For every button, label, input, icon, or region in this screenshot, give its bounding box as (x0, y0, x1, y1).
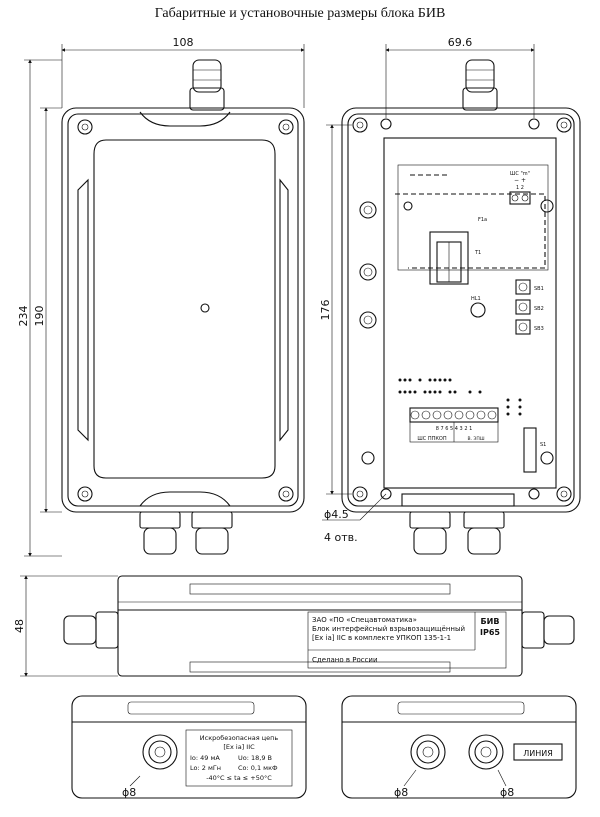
svg-text:1 2: 1 2 (516, 185, 524, 191)
dim-depth: 48 (13, 619, 26, 633)
nameplate-ip: IP65 (480, 628, 500, 637)
component-dots (398, 378, 522, 416)
terminal-left-label: ШС ППКОП (417, 436, 446, 442)
svg-text:Io: 49 мА: Io: 49 мА (190, 754, 220, 762)
svg-text:Искробезопасная цепь: Искробезопасная цепь (200, 734, 279, 742)
transformer-icon (429, 231, 469, 285)
jumper-block: ШС "m" − + 1 2 (509, 171, 531, 205)
dim-width-left: 108 (173, 36, 194, 49)
lid-screw-icons (77, 119, 294, 502)
svg-text:Lo: 2 мГн: Lo: 2 мГн (190, 764, 221, 772)
nameplate: ЗАО «ПО «Спецавтоматика» Блок интерфейсн… (307, 611, 507, 669)
nameplate-line3: [Ex ia] IIC в комплекте УПКОП 135-1-1 (312, 634, 451, 642)
button-sb2-label: SB2 (534, 306, 544, 312)
led-icon (470, 302, 486, 318)
enclosure-outline-right (341, 107, 581, 513)
dim-height-mount: 176 (319, 300, 332, 321)
fuse-label: F1а (478, 217, 487, 223)
cable-gland-top-left (189, 59, 225, 111)
hole-count-label: 4 отв. (324, 531, 358, 544)
gland-end-icon-1 (410, 734, 446, 770)
nameplate-model: БИВ (481, 617, 500, 626)
end-view-left: ϕ8 Искробезопасная цепь [Ex ia] IIC Io: … (71, 695, 307, 799)
cable-gland-bottom-right (409, 511, 505, 555)
switch-s1-label: S1 (540, 442, 546, 448)
side-screw-icons (359, 199, 554, 465)
center-mark (200, 303, 210, 313)
button-sb1-label: SB1 (534, 286, 544, 292)
led-label: HL1 (471, 296, 481, 302)
terminal-numbers: 8 7 6 5 4 3 2 1 (436, 426, 473, 432)
nameplate-line4: Сделано в России (312, 656, 378, 664)
nameplate-line2: Блок интерфейсный взрывозащищённый (312, 625, 465, 633)
drawing-title: Габаритные и установочные размеры блока … (154, 6, 446, 21)
gland-left-diameter: ϕ8 (122, 786, 136, 799)
side-gland-right (521, 611, 575, 649)
side-gland-left (63, 611, 119, 649)
svg-text:ШС "m": ШС "m" (510, 171, 530, 177)
lid-panel (93, 139, 276, 479)
buttons-group: SB1 SB2 SB3 (515, 279, 544, 335)
dim-height-total: 234 (17, 306, 30, 327)
svg-text:[Ex ia] IIC: [Ex ia] IIC (223, 743, 255, 751)
left-view: 108 234 190 (17, 36, 305, 557)
enclosure-outline-left (61, 107, 305, 513)
terminal-block: 8 7 6 5 4 3 2 1 ШС ППКОП В. ЗПШ (409, 407, 499, 443)
safety-plate: Искробезопасная цепь [Ex ia] IIC Io: 49 … (185, 729, 293, 787)
button-sb3-label: SB3 (534, 326, 544, 332)
nameplate-line1: ЗАО «ПО «Спецавтоматика» (312, 616, 417, 624)
svg-text:-40°C ≤ ta ≤ +50°C: -40°C ≤ ta ≤ +50°C (206, 774, 272, 782)
side-view: ЗАО «ПО «Спецавтоматика» Блок интерфейсн… (13, 575, 575, 677)
gland-end-icon-2 (468, 734, 504, 770)
pcb-outline (395, 174, 546, 269)
switch-s1-icon (523, 427, 537, 473)
line-label: ЛИНИЯ (523, 749, 553, 758)
bottom-bar (401, 493, 515, 507)
svg-text:Co: 0,1 мкФ: Co: 0,1 мкФ (238, 764, 278, 772)
mounting-hole-icons (352, 117, 572, 502)
cable-gland-bottom-left (139, 511, 233, 555)
svg-text:− +: − + (514, 177, 526, 184)
terminal-right-label: В. ЗПШ (467, 436, 484, 442)
end-view-right: ϕ8 ϕ8 ЛИНИЯ (341, 695, 577, 799)
hole-diameter-label: ϕ4.5 (324, 508, 349, 521)
gland-right2-diameter: ϕ8 (500, 786, 514, 799)
mounting-plate (383, 137, 557, 489)
svg-text:Uo: 18,9 В: Uo: 18,9 В (238, 754, 272, 762)
gland-end-icon (142, 734, 178, 770)
dim-width-right: 69.6 (448, 36, 473, 49)
cable-gland-top-right (462, 59, 498, 111)
dim-height-inner: 190 (33, 306, 46, 327)
gland-right1-diameter: ϕ8 (394, 786, 408, 799)
transformer-label: T1 (474, 250, 481, 256)
right-view: ШС "m" − + 1 2 F1а T1 HL1 SB1 SB2 SB3 (319, 36, 581, 555)
line-label-box (513, 743, 563, 761)
